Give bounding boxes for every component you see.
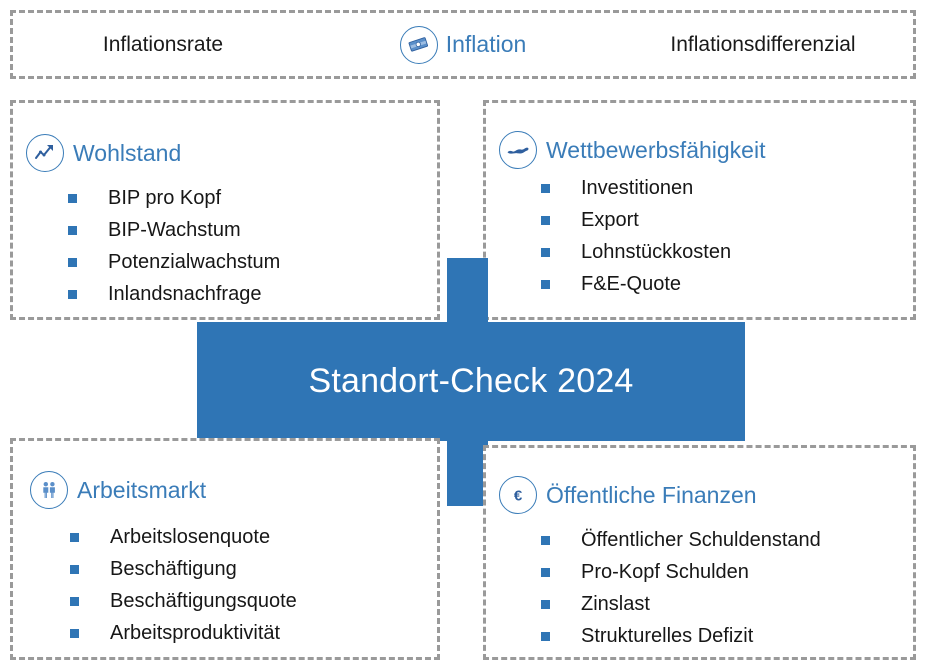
chart-up-arrow-icon — [26, 134, 64, 172]
list-item: Arbeitsproduktivität — [70, 623, 297, 643]
bullet-square-icon — [70, 532, 79, 542]
heading-wettbewerbsfaehigkeit: Wettbewerbsfähigkeit — [499, 131, 765, 169]
inflation-row: Inflationsrate Inflation — [13, 13, 913, 76]
list-item: Strukturelles Defizit — [541, 626, 821, 646]
list-item-label: Öffentlicher Schuldenstand — [581, 529, 821, 551]
panel-title-wettbewerbsfaehigkeit: Wettbewerbsfähigkeit — [546, 136, 766, 163]
panel-arbeitsmarkt — [10, 438, 440, 660]
bullet-square-icon — [68, 257, 77, 267]
list-item-label: Arbeitsproduktivität — [110, 622, 281, 644]
list-item: Investitionen — [541, 178, 731, 198]
list-item-label: Zinslast — [581, 593, 650, 615]
inflation-right-indicator: Inflationsdifferenzial — [613, 33, 913, 57]
list-oeffentliche-finanzen: Öffentlicher Schuldenstand Pro-Kopf Schu… — [541, 530, 821, 658]
list-item-label: Arbeitslosenquote — [110, 526, 271, 548]
list-item-label: Strukturelles Defizit — [581, 625, 754, 647]
bullet-square-icon — [70, 596, 79, 606]
bullet-square-icon — [68, 193, 77, 203]
heading-wohlstand: Wohlstand — [26, 134, 181, 172]
panel-wohlstand — [10, 100, 440, 320]
list-item-label: F&E-Quote — [581, 273, 682, 295]
bullet-square-icon — [541, 599, 550, 609]
inflation-left-indicator: Inflationsrate — [13, 33, 313, 57]
panel-oeffentliche-finanzen — [483, 445, 916, 660]
list-item: F&E-Quote — [541, 274, 731, 294]
list-item-label: Inlandsnachfrage — [108, 283, 262, 305]
list-item-label: Pro-Kopf Schulden — [581, 561, 749, 583]
inflation-right-label: Inflationsdifferenzial — [670, 32, 856, 56]
bullet-square-icon — [70, 564, 79, 574]
bullet-square-icon — [541, 215, 550, 225]
svg-text:€: € — [514, 488, 523, 505]
heading-oeffentliche-finanzen: € Öffentliche Finanzen — [499, 476, 757, 514]
panel-wettbewerbsfaehigkeit — [483, 100, 916, 320]
list-item: Potenzialwachstum — [68, 252, 280, 272]
bullet-square-icon — [541, 247, 550, 257]
banknotes-icon — [399, 25, 438, 64]
list-item-label: Beschäftigungsquote — [110, 590, 297, 612]
list-item: Pro-Kopf Schulden — [541, 562, 821, 582]
list-item-label: Investitionen — [581, 177, 694, 199]
list-item: Beschäftigungsquote — [70, 591, 297, 611]
list-item: Lohnstückkosten — [541, 242, 731, 262]
bullet-square-icon — [541, 183, 550, 193]
list-item: Export — [541, 210, 731, 230]
inflation-title: Inflation — [445, 31, 527, 57]
bullet-square-icon — [68, 225, 77, 235]
list-item: Zinslast — [541, 594, 821, 614]
list-item: BIP pro Kopf — [68, 188, 280, 208]
bullet-square-icon — [68, 289, 77, 299]
bullet-square-icon — [541, 567, 550, 577]
panel-title-wohlstand: Wohlstand — [73, 139, 182, 166]
list-item-label: Beschäftigung — [110, 558, 237, 580]
list-item-label: Export — [581, 209, 639, 231]
center-cross-horizontal-bar — [197, 322, 745, 441]
inflation-heading: Inflation — [313, 25, 613, 64]
bullet-square-icon — [70, 628, 79, 638]
bullet-square-icon — [541, 535, 550, 545]
euro-icon: € — [499, 476, 537, 514]
inflation-left-label: Inflationsrate — [102, 32, 224, 56]
list-wohlstand: BIP pro Kopf BIP-Wachstum Potenzialwachs… — [68, 188, 280, 316]
list-item-label: BIP pro Kopf — [108, 187, 222, 209]
list-item: Inlandsnachfrage — [68, 284, 280, 304]
panel-title-arbeitsmarkt: Arbeitsmarkt — [77, 476, 207, 503]
list-item: Beschäftigung — [70, 559, 297, 579]
two-people-icon — [30, 471, 68, 509]
panel-inflation: Inflationsrate Inflation — [10, 10, 916, 79]
list-arbeitsmarkt: Arbeitslosenquote Beschäftigung Beschäft… — [70, 527, 297, 655]
list-item: Öffentlicher Schuldenstand — [541, 530, 821, 550]
list-wettbewerbsfaehigkeit: Investitionen Export Lohnstückkosten F&E… — [541, 178, 731, 306]
center-title: Standort-Check 2024 — [308, 362, 634, 400]
panel-title-oeffentliche-finanzen: Öffentliche Finanzen — [546, 481, 757, 508]
bullet-square-icon — [541, 631, 550, 641]
list-item-label: Potenzialwachstum — [108, 251, 281, 273]
list-item-label: BIP-Wachstum — [108, 219, 241, 241]
austria-map-icon — [499, 131, 537, 169]
list-item: BIP-Wachstum — [68, 220, 280, 240]
heading-arbeitsmarkt: Arbeitsmarkt — [30, 471, 206, 509]
list-item-label: Lohnstückkosten — [581, 241, 732, 263]
list-item: Arbeitslosenquote — [70, 527, 297, 547]
bullet-square-icon — [541, 279, 550, 289]
